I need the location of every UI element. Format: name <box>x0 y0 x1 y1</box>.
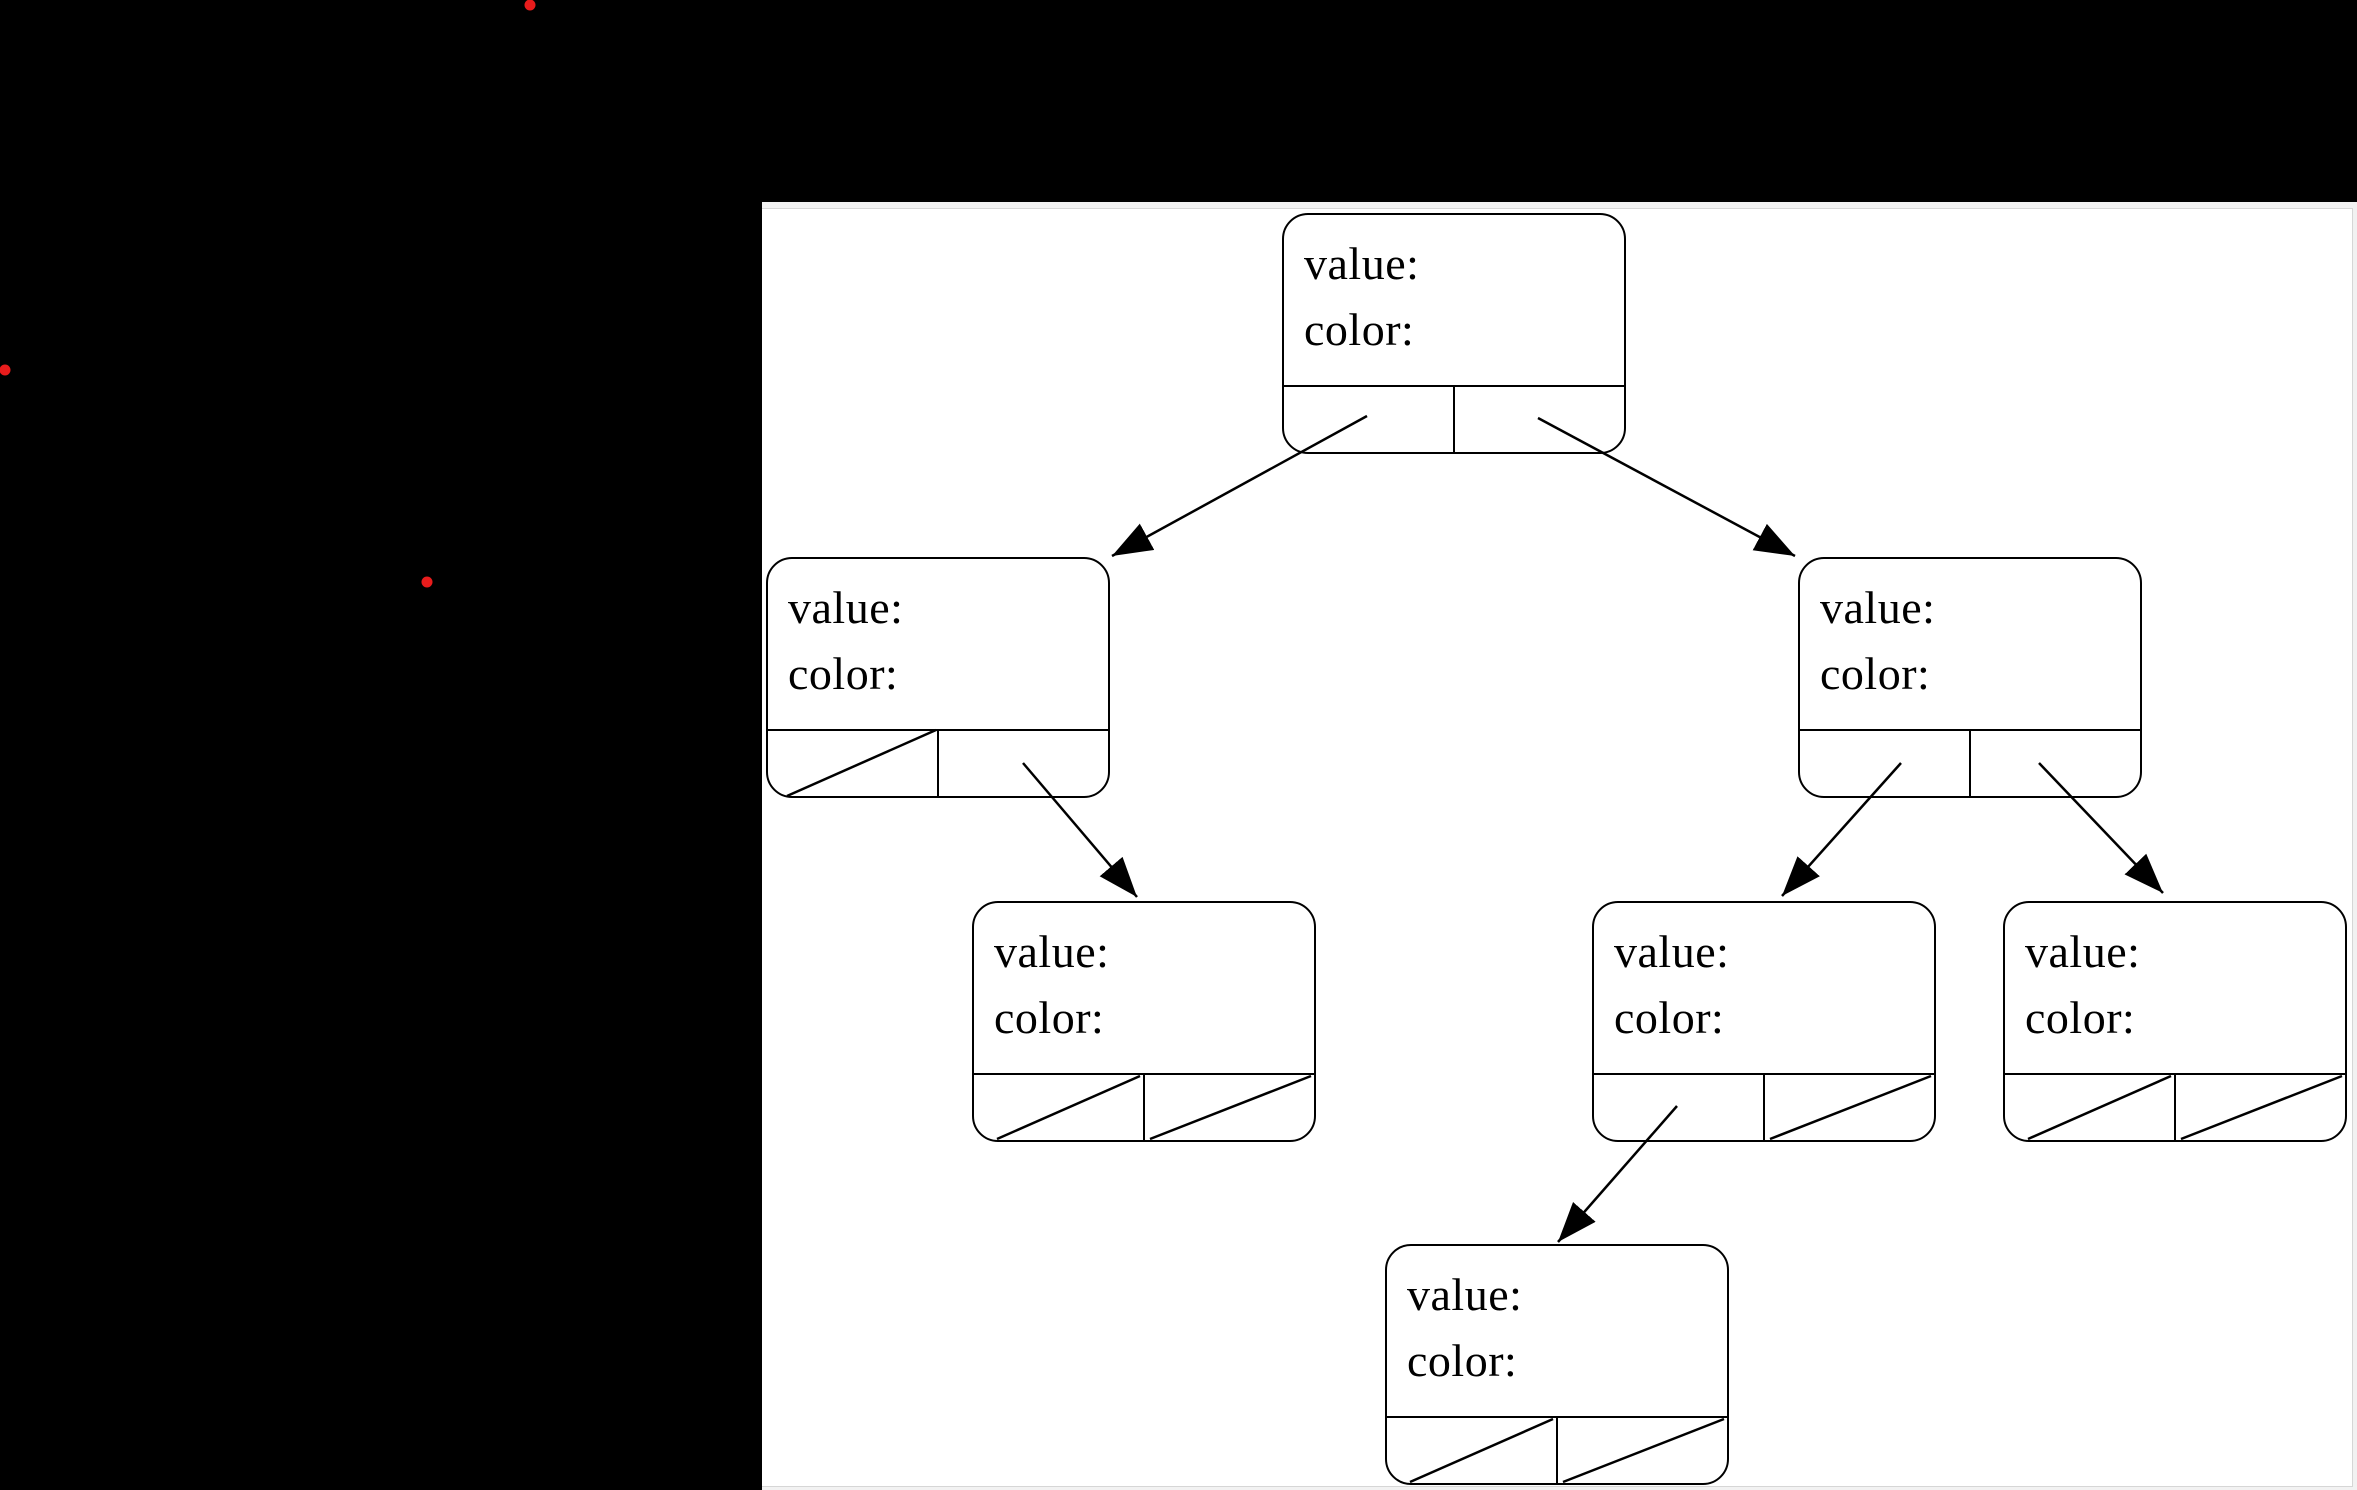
pointer-cells <box>974 1073 1314 1140</box>
node-fields: value: color: <box>1407 1262 1522 1394</box>
right-pointer-cell <box>1969 731 2140 796</box>
right-pointer-cell <box>1556 1418 1727 1483</box>
color-field-label: color: <box>1407 1335 1518 1386</box>
red-marker-dot <box>524 0 536 11</box>
value-field-label: value: <box>1820 582 1936 633</box>
color-field-label: color: <box>2025 992 2136 1043</box>
right-pointer-cell <box>2174 1075 2345 1140</box>
color-field-label: color: <box>1820 648 1931 699</box>
value-field-label: value: <box>1304 238 1420 289</box>
node-fields: value: color: <box>788 575 903 707</box>
tree-node-left-right-grandchild: value: color: <box>972 901 1316 1142</box>
color-field-label: color: <box>788 648 899 699</box>
right-pointer-cell <box>1143 1075 1314 1140</box>
tree-node-right-left-grandchild: value: color: <box>1592 901 1936 1142</box>
left-pointer-cell <box>1594 1075 1763 1140</box>
pointer-cells <box>1284 385 1624 452</box>
node-fields: value: color: <box>2025 919 2140 1051</box>
pointer-cells <box>2005 1073 2345 1140</box>
value-field-label: value: <box>994 926 1110 977</box>
pointer-cells <box>1800 729 2140 796</box>
value-field-label: value: <box>2025 926 2141 977</box>
left-pointer-cell <box>1800 731 1969 796</box>
tree-node-bottom: value: color: <box>1385 1244 1729 1485</box>
right-pointer-cell <box>937 731 1108 796</box>
node-fields: value: color: <box>1614 919 1729 1051</box>
left-pointer-cell <box>1284 387 1453 452</box>
color-field-label: color: <box>1614 992 1725 1043</box>
value-field-label: value: <box>1407 1269 1523 1320</box>
tree-node-root: value: color: <box>1282 213 1626 454</box>
left-pointer-cell <box>974 1075 1143 1140</box>
node-fields: value: color: <box>1304 231 1419 363</box>
pointer-cells <box>1387 1416 1727 1483</box>
node-fields: value: color: <box>1820 575 1935 707</box>
red-marker-dot <box>0 364 11 376</box>
tree-node-right-right-grandchild: value: color: <box>2003 901 2347 1142</box>
node-fields: value: color: <box>994 919 1109 1051</box>
pointer-cells <box>1594 1073 1934 1140</box>
value-field-label: value: <box>788 582 904 633</box>
left-pointer-cell <box>1387 1418 1556 1483</box>
value-field-label: value: <box>1614 926 1730 977</box>
pointer-cells <box>768 729 1108 796</box>
left-pointer-cell <box>2005 1075 2174 1140</box>
red-marker-dot <box>421 576 433 588</box>
tree-node-left-child: value: color: <box>766 557 1110 798</box>
right-pointer-cell <box>1763 1075 1934 1140</box>
color-field-label: color: <box>994 992 1105 1043</box>
color-field-label: color: <box>1304 304 1415 355</box>
right-pointer-cell <box>1453 387 1624 452</box>
left-pointer-cell <box>768 731 937 796</box>
tree-node-right-child: value: color: <box>1798 557 2142 798</box>
